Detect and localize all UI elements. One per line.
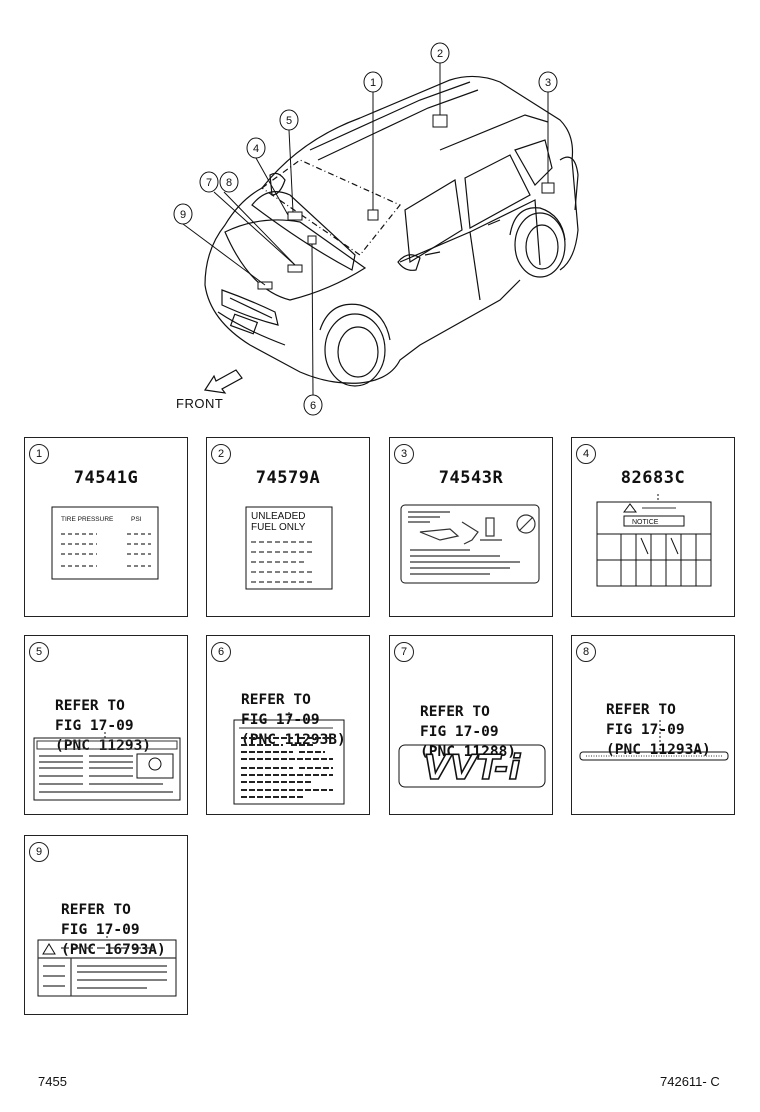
illustration-number: 7455 — [38, 1074, 67, 1089]
svg-text:TIRE PRESSURE: TIRE PRESSURE — [61, 516, 114, 523]
front-arrow-icon — [203, 369, 243, 394]
callout-5: 5 — [286, 115, 292, 127]
panel-number: 2 — [211, 444, 231, 464]
svg-text:NOTICE: NOTICE — [632, 519, 659, 526]
panel-number: 3 — [394, 444, 414, 464]
radiator-caution-label-icon — [37, 932, 177, 997]
part-number: 74541G — [73, 468, 139, 488]
tire-pressure-label-icon: TIRE PRESSURE PSI — [51, 506, 159, 580]
front-label: FRONT — [176, 396, 224, 411]
svg-text:UNLEADED: UNLEADED — [251, 511, 305, 522]
svg-text:FUEL ONLY: FUEL ONLY — [251, 522, 306, 533]
part-number: 74543R — [438, 468, 504, 488]
svg-text:VVT-i: VVT-i — [424, 748, 522, 788]
panel-number: 8 — [576, 642, 596, 662]
svg-text:PSI: PSI — [131, 516, 142, 523]
panel-number: 1 — [29, 444, 49, 464]
panel-number: 9 — [29, 842, 49, 862]
part-number: 82683C — [620, 468, 686, 488]
label-panel-1: 1 74541G TIRE PRESSURE PSI — [24, 437, 188, 617]
label-panel-2: 2 74579A UNLEADED FUEL ONLY — [206, 437, 370, 617]
jack-caution-label-icon — [400, 504, 540, 584]
drawing-code: 742611- C — [660, 1074, 720, 1089]
panel-number: 6 — [211, 642, 231, 662]
warning-label-icon — [33, 732, 181, 801]
notice-label-icon: NOTICE — [596, 494, 712, 587]
label-panel-4: 4 82683C NOTICE — [571, 437, 735, 617]
callout-6: 6 — [310, 400, 316, 412]
vvt-i-emblem: VVT-i — [398, 744, 546, 789]
fuel-label-icon: UNLEADED FUEL ONLY — [245, 506, 333, 590]
callout-9: 9 — [180, 209, 186, 221]
panel-number: 4 — [576, 444, 596, 464]
vehicle-illustration: 1 2 3 4 5 6 7 8 9 — [173, 42, 579, 416]
callout-4: 4 — [253, 143, 259, 155]
callout-3: 3 — [545, 77, 551, 89]
panel-number: 5 — [29, 642, 49, 662]
callout-1: 1 — [370, 77, 376, 89]
strip-label-icon — [579, 720, 729, 761]
engine-info-label-icon — [233, 712, 345, 805]
label-panel-3: 3 74543R — [389, 437, 553, 617]
panel-number: 7 — [394, 642, 414, 662]
callout-2: 2 — [437, 48, 443, 60]
callout-8: 8 — [226, 177, 232, 189]
callout-7: 7 — [206, 177, 212, 189]
part-number: 74579A — [255, 468, 321, 488]
